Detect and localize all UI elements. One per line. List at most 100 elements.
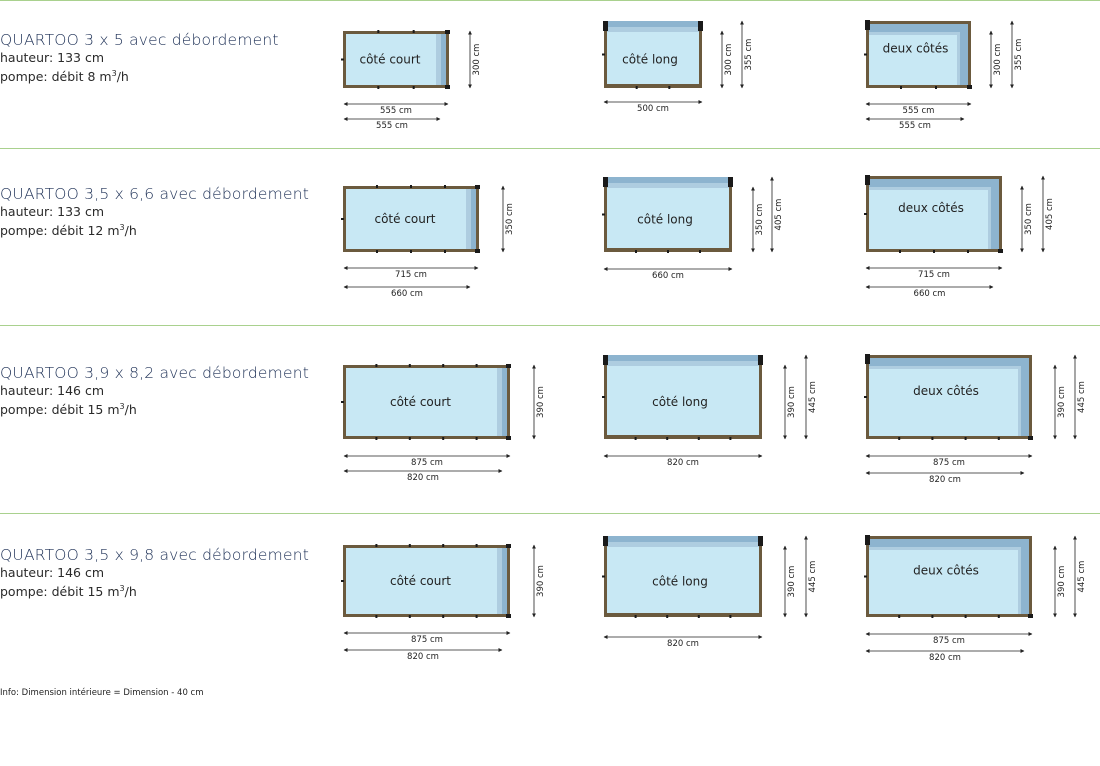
wall-post (341, 401, 344, 403)
dimension-label: 820 cm (667, 639, 699, 649)
dimension-label: 715 cm (918, 270, 950, 280)
dimension-label: 875 cm (933, 458, 965, 468)
pool-label: deux côtés (913, 384, 979, 398)
corner-post (506, 614, 511, 618)
wall-post (602, 53, 605, 56)
vertical-dimension: 300 cm (720, 30, 734, 89)
wall-post (408, 615, 411, 618)
dimension-label: 875 cm (933, 636, 965, 646)
dimension-label: 445 cm (808, 381, 818, 413)
model-title: QUARTOO 3 x 5 avec débordement (0, 31, 279, 49)
dimension-label: 350 cm (1024, 203, 1034, 235)
pool-label: côté court (374, 212, 435, 226)
wall-post (864, 53, 867, 56)
dimension-label: 390 cm (1057, 386, 1067, 418)
wall-post (666, 615, 669, 618)
pump-text: pompe: débit 15 m (0, 584, 120, 600)
wall-post (475, 437, 478, 440)
vertical-dimension: 350 cm (1020, 185, 1034, 253)
corner-post (698, 21, 703, 31)
wall-post (442, 437, 445, 440)
wall-post (376, 185, 378, 188)
dimension-label: 390 cm (1057, 566, 1067, 598)
pump-unit-exponent: 3 (111, 69, 117, 78)
overflow-edge-side (1018, 547, 1021, 614)
wall-post (408, 437, 411, 440)
wall-post (376, 250, 378, 253)
wall-post (375, 437, 378, 440)
overflow-edge-side (957, 32, 960, 85)
pool-label: deux côtés (913, 564, 979, 578)
wall-post (634, 615, 637, 618)
pool-label: côté long (652, 395, 708, 409)
wall-post (341, 580, 344, 582)
corner-post (865, 354, 870, 364)
model-pump: pompe: débit 15 m3/h (0, 399, 330, 418)
wall-post (341, 218, 344, 220)
pump-unit-suffix: /h (116, 69, 129, 85)
vertical-dimension: 390 cm (1053, 545, 1067, 618)
vertical-dimension: 355 cm (740, 20, 754, 89)
horizontal-dimension: 555 cm (343, 117, 441, 131)
pool-label: côté court (390, 395, 451, 409)
pump-text: pompe: débit 15 m (0, 402, 120, 418)
vertical-dimension: 405 cm (770, 176, 784, 253)
pool-water (346, 368, 507, 436)
overflow-edge-side (988, 187, 991, 249)
overflow-edge-top (869, 366, 1021, 369)
wall-post (697, 615, 700, 618)
dimension-label: 445 cm (1077, 561, 1087, 593)
dimension-label: 500 cm (637, 104, 669, 114)
vertical-dimension: 355 cm (1010, 20, 1024, 89)
overflow-channel-side (1021, 358, 1029, 436)
corner-post (967, 85, 972, 89)
wall-post (412, 30, 415, 33)
pool-two-sides: deux côtés (864, 175, 1003, 253)
horizontal-dimension: 875 cm (865, 454, 1033, 468)
pool-label: deux côtés (883, 42, 949, 56)
dimension-label: 300 cm (472, 44, 482, 76)
wall-post (375, 364, 378, 367)
wall-post (408, 364, 411, 367)
horizontal-dimension: 715 cm (343, 266, 479, 280)
wall-post (899, 250, 901, 253)
horizontal-dimension: 820 cm (865, 649, 1025, 663)
wall-post (377, 86, 380, 89)
vertical-dimension: 390 cm (532, 544, 546, 618)
corner-post (865, 535, 870, 545)
pool-water (607, 188, 729, 248)
overflow-channel-top (869, 179, 999, 187)
pump-text: pompe: débit 8 m (0, 69, 112, 85)
horizontal-dimension: 715 cm (865, 266, 1003, 280)
vertical-dimension: 350 cm (751, 186, 765, 253)
overflow-channel-side (991, 179, 999, 249)
vertical-dimension: 390 cm (1053, 364, 1067, 440)
vertical-dimension: 445 cm (804, 354, 818, 440)
wall-post (635, 250, 637, 253)
model-title: QUARTOO 3,5 x 9,8 avec débordement (0, 546, 310, 564)
wall-post (900, 86, 902, 89)
pool-water (346, 548, 507, 614)
model-pump: pompe: débit 12 m3/h (0, 220, 330, 239)
dimension-label: 300 cm (993, 44, 1003, 76)
wall-post (442, 615, 445, 618)
pool-label: côté court (390, 574, 451, 588)
pool-short-side: côté court (341, 544, 511, 618)
horizontal-dimension: 555 cm (343, 102, 449, 116)
wall-post (967, 250, 969, 253)
wall-post (635, 86, 638, 89)
dimension-label: 300 cm (724, 44, 734, 76)
dimension-label: 820 cm (407, 652, 439, 662)
model-height: hauteur: 133 cm (0, 50, 105, 65)
corner-post (998, 249, 1003, 253)
overflow-channel-edge (607, 27, 699, 32)
pool-label: deux côtés (898, 201, 964, 215)
wall-post (697, 437, 700, 440)
horizontal-dimension: 660 cm (865, 285, 994, 299)
wall-post (442, 544, 445, 547)
wall-post (964, 615, 967, 618)
row-separator (0, 513, 1100, 514)
vertical-dimension: 405 cm (1041, 175, 1055, 253)
pool-two-sides: deux côtés (864, 20, 972, 89)
